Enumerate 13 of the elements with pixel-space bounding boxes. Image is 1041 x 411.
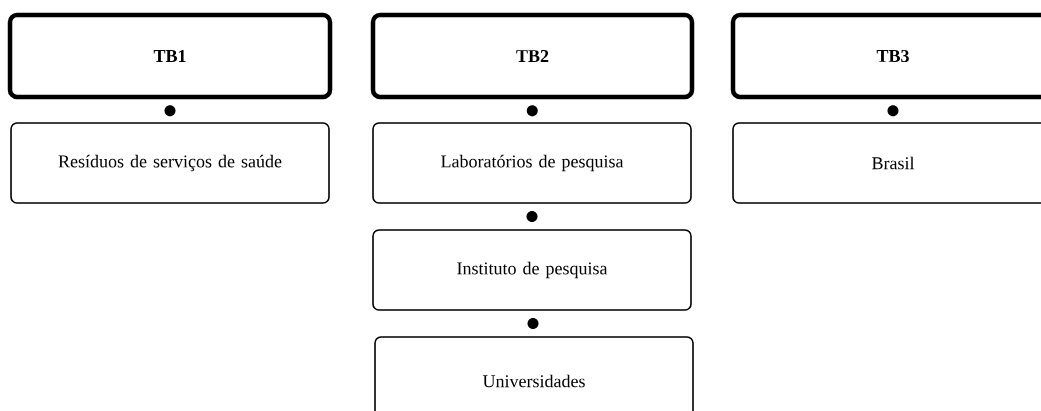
header-box: TB3 bbox=[730, 12, 1041, 100]
header-box: TB2 bbox=[370, 12, 695, 100]
text-box: Laboratórios de pesquisa bbox=[372, 122, 692, 204]
text-box: Brasil bbox=[732, 122, 1041, 204]
header-box: TB1 bbox=[7, 12, 333, 100]
text-box: Resíduos de serviços de saúde bbox=[10, 122, 330, 204]
dot-connector bbox=[527, 318, 539, 329]
text-box: Instituto de pesquisa bbox=[372, 229, 692, 311]
dot-connector bbox=[164, 105, 176, 117]
dot-connector bbox=[887, 105, 899, 117]
dot-connector bbox=[526, 211, 538, 222]
text-box: Universidades bbox=[374, 336, 694, 411]
dot-connector bbox=[526, 105, 538, 117]
